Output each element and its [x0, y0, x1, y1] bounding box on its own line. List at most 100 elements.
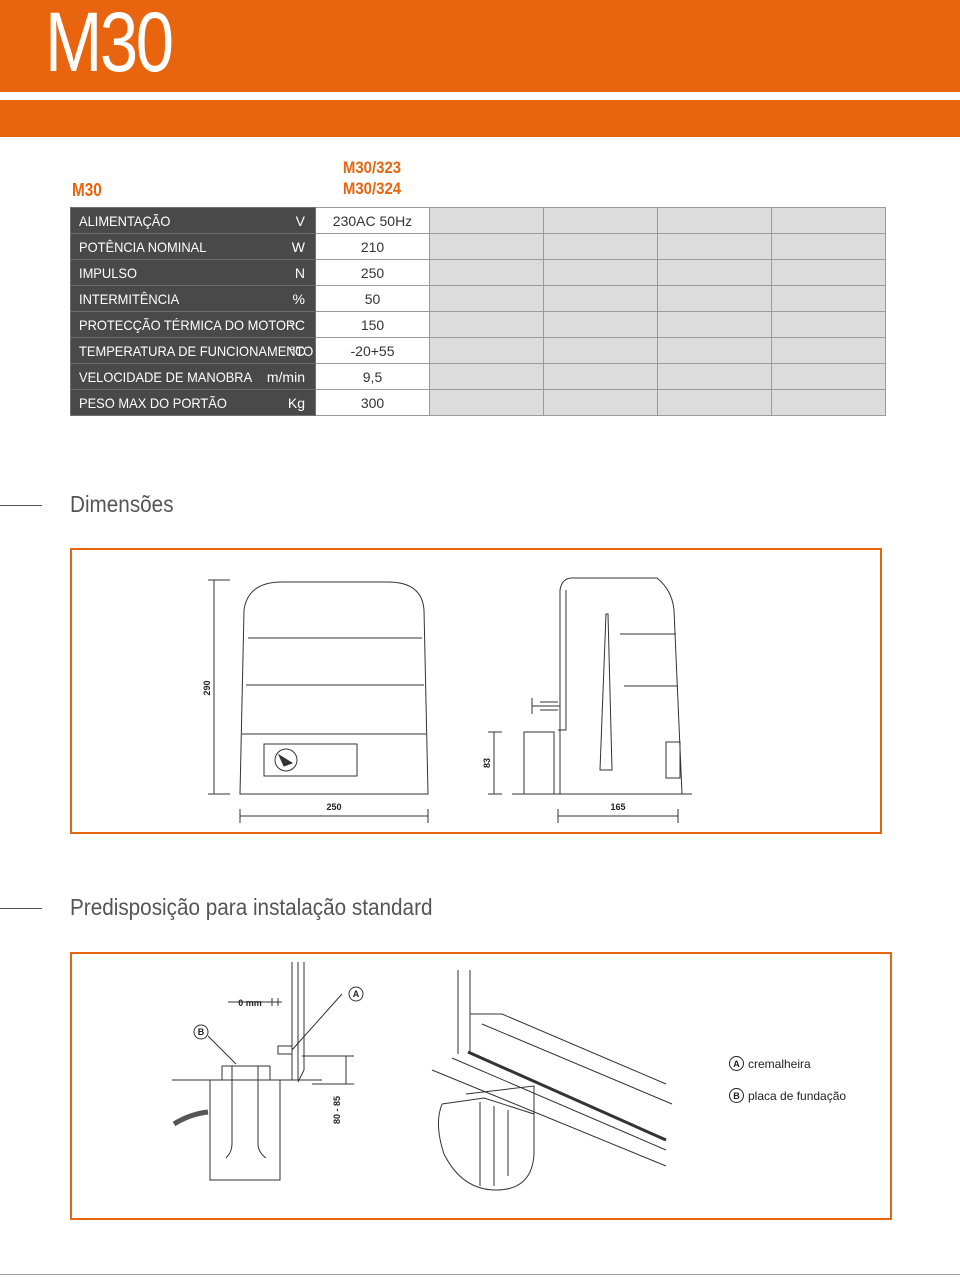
- legend-b-marker: B: [729, 1088, 744, 1103]
- column-heading: M30/323 M30/324: [323, 157, 422, 199]
- spec-label-cell: INTERMITÊNCIA%: [70, 285, 316, 312]
- spec-empty-cell: [771, 389, 886, 416]
- spec-empty-cell: [543, 233, 658, 260]
- legend-a-text: cremalheira: [748, 1056, 811, 1071]
- motor-front-view: [239, 581, 429, 795]
- spec-empty-cell: [429, 389, 544, 416]
- spec-empty-cell: [657, 285, 772, 312]
- dimensions-title: Dimensões: [70, 491, 174, 517]
- spec-unit: °C: [289, 317, 305, 333]
- spec-empty-cell: [543, 389, 658, 416]
- spec-empty-cell: [657, 337, 772, 364]
- side-height-dimension-label: 83: [482, 758, 492, 768]
- height-dimension-label: 290: [202, 680, 212, 695]
- marker-a-letter: A: [353, 989, 360, 999]
- spec-label: TEMPERATURA DE FUNCIONAMENTO: [79, 343, 314, 359]
- column-heading-1: M30/323: [342, 158, 402, 177]
- spec-empty-cell: [657, 259, 772, 286]
- marker-b-letter: B: [198, 1027, 205, 1037]
- spec-empty-cell: [771, 285, 886, 312]
- side-depth-dimension-label: 165: [610, 802, 625, 812]
- spec-label: INTERMITÊNCIA: [79, 291, 180, 307]
- installation-drawing: 0 mm A B 80 - 85: [172, 962, 673, 1191]
- spec-empty-cell: [429, 259, 544, 286]
- spec-empty-cell: [657, 389, 772, 416]
- depth-label: 80 - 85: [332, 1096, 342, 1124]
- legend-a-marker: A: [729, 1056, 744, 1071]
- installation-frame: 0 mm A B 80 - 85 A cremalheira B placa d…: [70, 952, 892, 1220]
- spec-empty-cell: [429, 207, 544, 234]
- motor-side-view: [559, 577, 683, 795]
- spec-value: 210: [315, 233, 430, 260]
- spec-value: -20+55: [315, 337, 430, 364]
- spec-empty-cell: [429, 285, 544, 312]
- spec-empty-cell: [429, 233, 544, 260]
- spec-label: PROTECÇÃO TÉRMICA DO MOTOR: [79, 317, 296, 333]
- spec-label-cell: ALIMENTAÇÃO V: [70, 207, 316, 234]
- spec-row: VELOCIDADE DE MANOBRA m/min 9,5: [70, 363, 886, 390]
- dimensions-frame: 290 250 83 165: [70, 548, 882, 834]
- spec-empty-cell: [771, 259, 886, 286]
- spec-value: 230AC 50Hz: [315, 207, 430, 234]
- installation-title: Predisposição para instalação standard: [70, 894, 433, 920]
- spec-empty-cell: [771, 363, 886, 390]
- spec-empty-cell: [543, 285, 658, 312]
- spec-unit: °C: [289, 343, 305, 359]
- spec-value: 50: [315, 285, 430, 312]
- spec-unit: W: [291, 239, 305, 255]
- spec-row: IMPULSO N 250: [70, 259, 886, 286]
- spec-value: 9,5: [315, 363, 430, 390]
- spec-label-cell: PROTECÇÃO TÉRMICA DO MOTOR°C: [70, 311, 316, 338]
- spec-label: POTÊNCIA NOMINAL: [79, 239, 207, 255]
- spec-empty-cell: [657, 311, 772, 338]
- section-rule-installation: [0, 908, 42, 909]
- spec-label-cell: POTÊNCIA NOMINAL W: [70, 233, 316, 260]
- foundation-block-right: [438, 1103, 535, 1191]
- spec-row: POTÊNCIA NOMINAL W 210: [70, 233, 886, 260]
- spec-label: ALIMENTAÇÃO: [79, 213, 171, 229]
- spec-label: VELOCIDADE DE MANOBRA: [79, 369, 253, 385]
- spec-row: ALIMENTAÇÃO V 230AC 50Hz: [70, 207, 886, 234]
- spec-label: IMPULSO: [79, 265, 137, 281]
- spec-empty-cell: [657, 233, 772, 260]
- legend-b-text: placa de fundação: [748, 1088, 847, 1103]
- spec-unit: V: [295, 213, 305, 229]
- legend-b: B placa de fundação: [729, 1088, 846, 1103]
- column-heading-2: M30/324: [342, 179, 402, 198]
- marker-b-circle: [193, 1024, 209, 1040]
- page-bottom-rule: [0, 1274, 960, 1275]
- page-title: M30: [45, 0, 174, 89]
- header-band: [0, 100, 960, 137]
- spec-label-cell: TEMPERATURA DE FUNCIONAMENTO°C: [70, 337, 316, 364]
- spec-empty-cell: [429, 337, 544, 364]
- foundation-block-left: [209, 1080, 281, 1181]
- spec-label-cell: VELOCIDADE DE MANOBRA m/min: [70, 363, 316, 390]
- spec-empty-cell: [543, 311, 658, 338]
- spec-unit: N: [294, 265, 305, 281]
- gap-label: 0 mm: [238, 998, 262, 1008]
- dimensions-drawing: 290 250 83 165: [202, 577, 692, 823]
- spec-empty-cell: [543, 207, 658, 234]
- spec-empty-cell: [429, 311, 544, 338]
- spec-label-cell: IMPULSO N: [70, 259, 316, 286]
- marker-a-circle: [348, 986, 364, 1002]
- spec-value: 150: [315, 311, 430, 338]
- spec-value: 250: [315, 259, 430, 286]
- spec-empty-cell: [771, 311, 886, 338]
- legend-a: A cremalheira: [729, 1056, 811, 1071]
- spec-empty-cell: [657, 363, 772, 390]
- spec-unit: m/min: [266, 369, 305, 385]
- spec-empty-cell: [771, 233, 886, 260]
- spec-unit: Kg: [287, 395, 305, 411]
- spec-empty-cell: [543, 259, 658, 286]
- spec-unit: %: [292, 291, 305, 307]
- width-dimension-label: 250: [326, 802, 341, 812]
- spec-empty-cell: [771, 207, 886, 234]
- spec-row: INTERMITÊNCIA%50: [70, 285, 886, 312]
- header-banner: M30: [0, 0, 960, 92]
- spec-empty-cell: [543, 337, 658, 364]
